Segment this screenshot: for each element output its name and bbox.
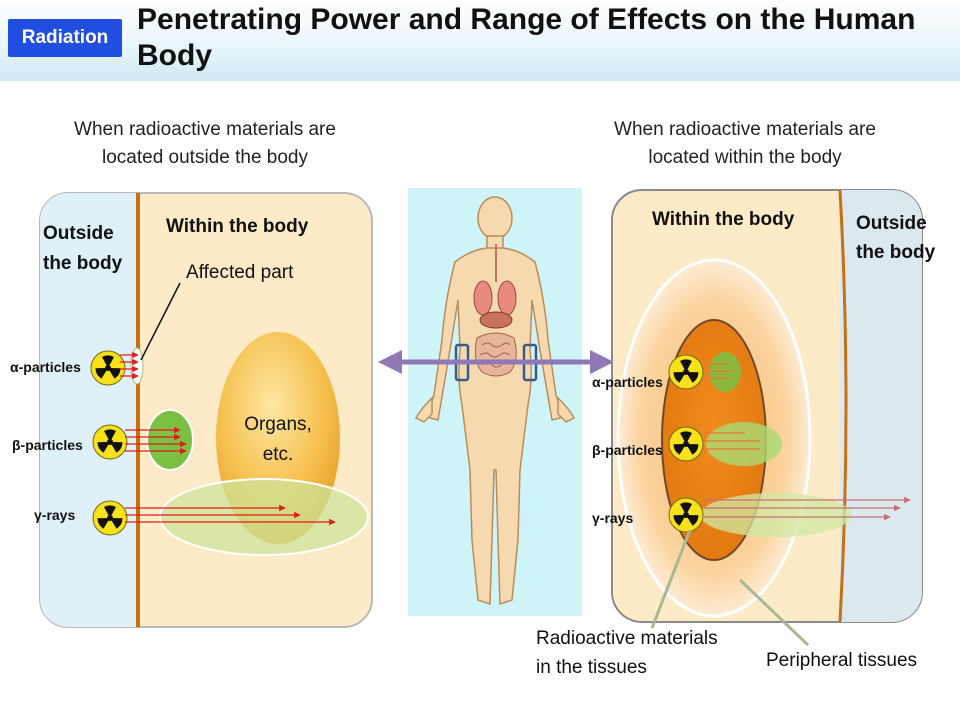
affected-part-pointer <box>140 282 181 361</box>
left-caption: When radioactive materials are located o… <box>20 116 390 172</box>
organs-label: Organs, etc. <box>228 410 328 470</box>
alpha-range-internal <box>709 352 741 392</box>
alpha-range-ellipse <box>130 347 144 385</box>
beta-range-internal <box>706 422 782 466</box>
radioactive-tissues-line1: Radioactive materials <box>536 628 718 649</box>
affected-part-label: Affected part <box>186 262 294 283</box>
right-caption: When radioactive materials are located w… <box>560 116 930 172</box>
radiation-badge: Radiation <box>8 19 122 57</box>
left-panel <box>39 192 373 628</box>
left-caption-line2: located outside the body <box>102 147 308 168</box>
internal-organs-icon <box>473 244 517 377</box>
left-beta-label: β-particles <box>12 437 83 453</box>
right-caption-line2: located within the body <box>648 147 842 168</box>
gamma-source-icon-internal <box>668 497 704 533</box>
beta-arrows <box>125 426 187 455</box>
right-within-label: Within the body <box>652 209 795 230</box>
peripheral-tissues-label: Peripheral tissues <box>766 650 918 671</box>
center-figure <box>378 188 614 616</box>
left-outside-label: Outside the body <box>43 219 122 279</box>
page-title: Penetrating Power and Range of Effects o… <box>137 3 916 72</box>
gamma-source-icon <box>92 500 128 536</box>
beta-range-ellipse <box>146 409 194 471</box>
right-caption-line1: When radioactive materials are <box>614 119 876 140</box>
left-gamma-label: γ-rays <box>34 507 76 523</box>
gamma-range-internal <box>700 493 852 537</box>
left-within-label: Within the body <box>166 216 309 237</box>
left-outside-label-line2: the body <box>43 253 123 274</box>
alpha-source-icon <box>90 350 126 386</box>
right-alpha-label: α-particles <box>592 374 663 390</box>
gamma-range-ellipse <box>159 478 369 556</box>
right-outside-label-line1: Outside <box>856 213 927 234</box>
beta-arrows-internal <box>704 432 760 450</box>
radioactive-pointer <box>650 529 692 629</box>
right-beta-label: β-particles <box>592 442 663 458</box>
peripheral-pointer <box>738 578 810 647</box>
beta-source-icon <box>92 424 128 460</box>
human-body-icon <box>414 196 576 606</box>
beta-source-icon-internal <box>668 426 704 462</box>
left-caption-line1: When radioactive materials are <box>74 119 336 140</box>
alpha-source-icon-internal <box>668 354 704 390</box>
right-outside-region <box>840 190 922 622</box>
radioactive-tissues-label: Radioactive materials in the tissues <box>536 624 718 682</box>
organs-label-line1: Organs, <box>244 414 312 435</box>
right-gamma-label: γ-rays <box>592 510 634 526</box>
gamma-arrows-internal <box>704 496 911 521</box>
radioactive-tissues-line2: in the tissues <box>536 657 647 678</box>
gamma-arrows <box>125 504 336 526</box>
header-divider <box>0 77 960 81</box>
left-outside-label-line1: Outside <box>43 223 114 244</box>
double-arrow-connector <box>378 350 614 374</box>
alpha-arrows <box>120 351 139 380</box>
organs-label-line2: etc. <box>262 444 294 465</box>
right-panel <box>611 189 923 647</box>
alpha-arrows-internal <box>704 363 734 379</box>
header-bar <box>0 0 960 80</box>
right-outside-label-line2: the body <box>856 242 936 263</box>
right-skin-boundary <box>838 189 848 623</box>
right-outside-label: Outside the body <box>856 209 935 267</box>
left-alpha-label: α-particles <box>10 359 81 375</box>
